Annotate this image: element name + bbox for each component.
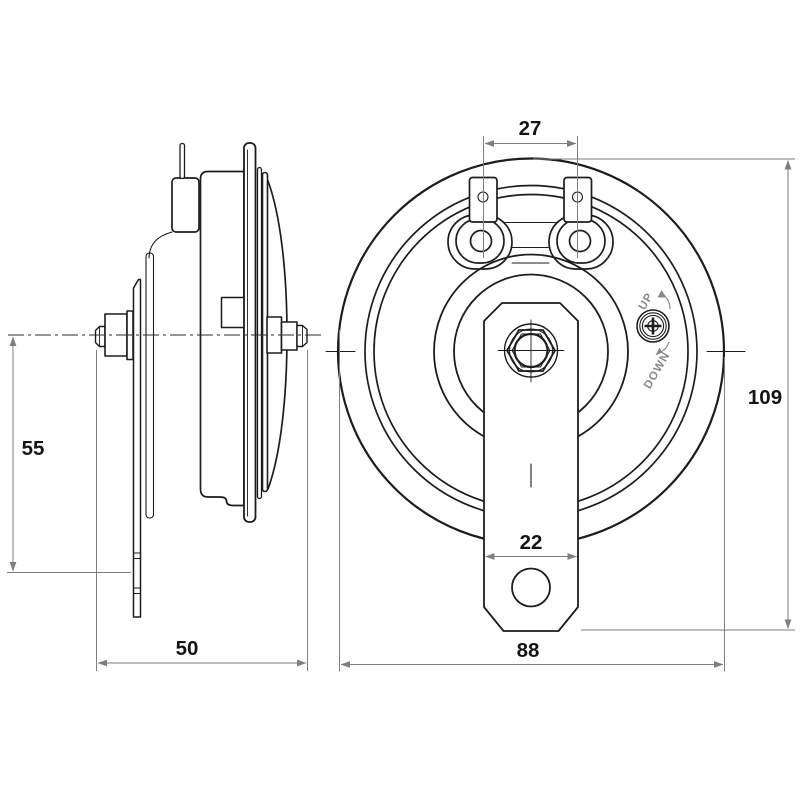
svg-text:27: 27 bbox=[519, 117, 542, 140]
adjuster-screw: UP DOWN bbox=[636, 290, 673, 391]
dim-depth: 50 bbox=[96, 350, 308, 671]
terminal-blade-side bbox=[179, 142, 186, 180]
flange-plate bbox=[243, 142, 257, 523]
terminal-lug-left bbox=[455, 218, 505, 264]
terminal-block-side bbox=[171, 177, 200, 233]
dim-bracket-width: 22 bbox=[485, 531, 577, 560]
front-view: UP DOWN bbox=[325, 157, 746, 632]
bracket-hole bbox=[511, 567, 551, 608]
adjuster-up-label: UP bbox=[637, 291, 656, 313]
dim-overall-height: 109 bbox=[533, 158, 795, 631]
dim-terminal-spacing: 27 bbox=[483, 117, 578, 258]
center-nut bbox=[497, 319, 565, 383]
rear-plate-joint bbox=[148, 231, 173, 259]
dim-mount-offset: 55 bbox=[7, 336, 131, 573]
svg-text:22: 22 bbox=[520, 531, 543, 554]
gasket bbox=[256, 166, 263, 500]
dim-body-diameter: 88 bbox=[339, 330, 725, 672]
lug-hole-left bbox=[469, 229, 493, 253]
lug-hole-right bbox=[568, 229, 592, 253]
rear-plate bbox=[145, 252, 155, 519]
svg-text:88: 88 bbox=[517, 639, 540, 662]
horn-body-side bbox=[199, 170, 245, 507]
side-view bbox=[8, 142, 322, 618]
dimensions: 27 22 109 88 50 bbox=[7, 117, 795, 672]
adjuster-down-label: DOWN bbox=[642, 350, 673, 391]
svg-text:55: 55 bbox=[22, 437, 45, 460]
coil-window bbox=[220, 296, 246, 329]
svg-text:50: 50 bbox=[176, 637, 199, 660]
terminal-lug-right bbox=[556, 218, 606, 264]
svg-text:109: 109 bbox=[748, 386, 782, 409]
bracket-strip-side bbox=[132, 278, 142, 618]
